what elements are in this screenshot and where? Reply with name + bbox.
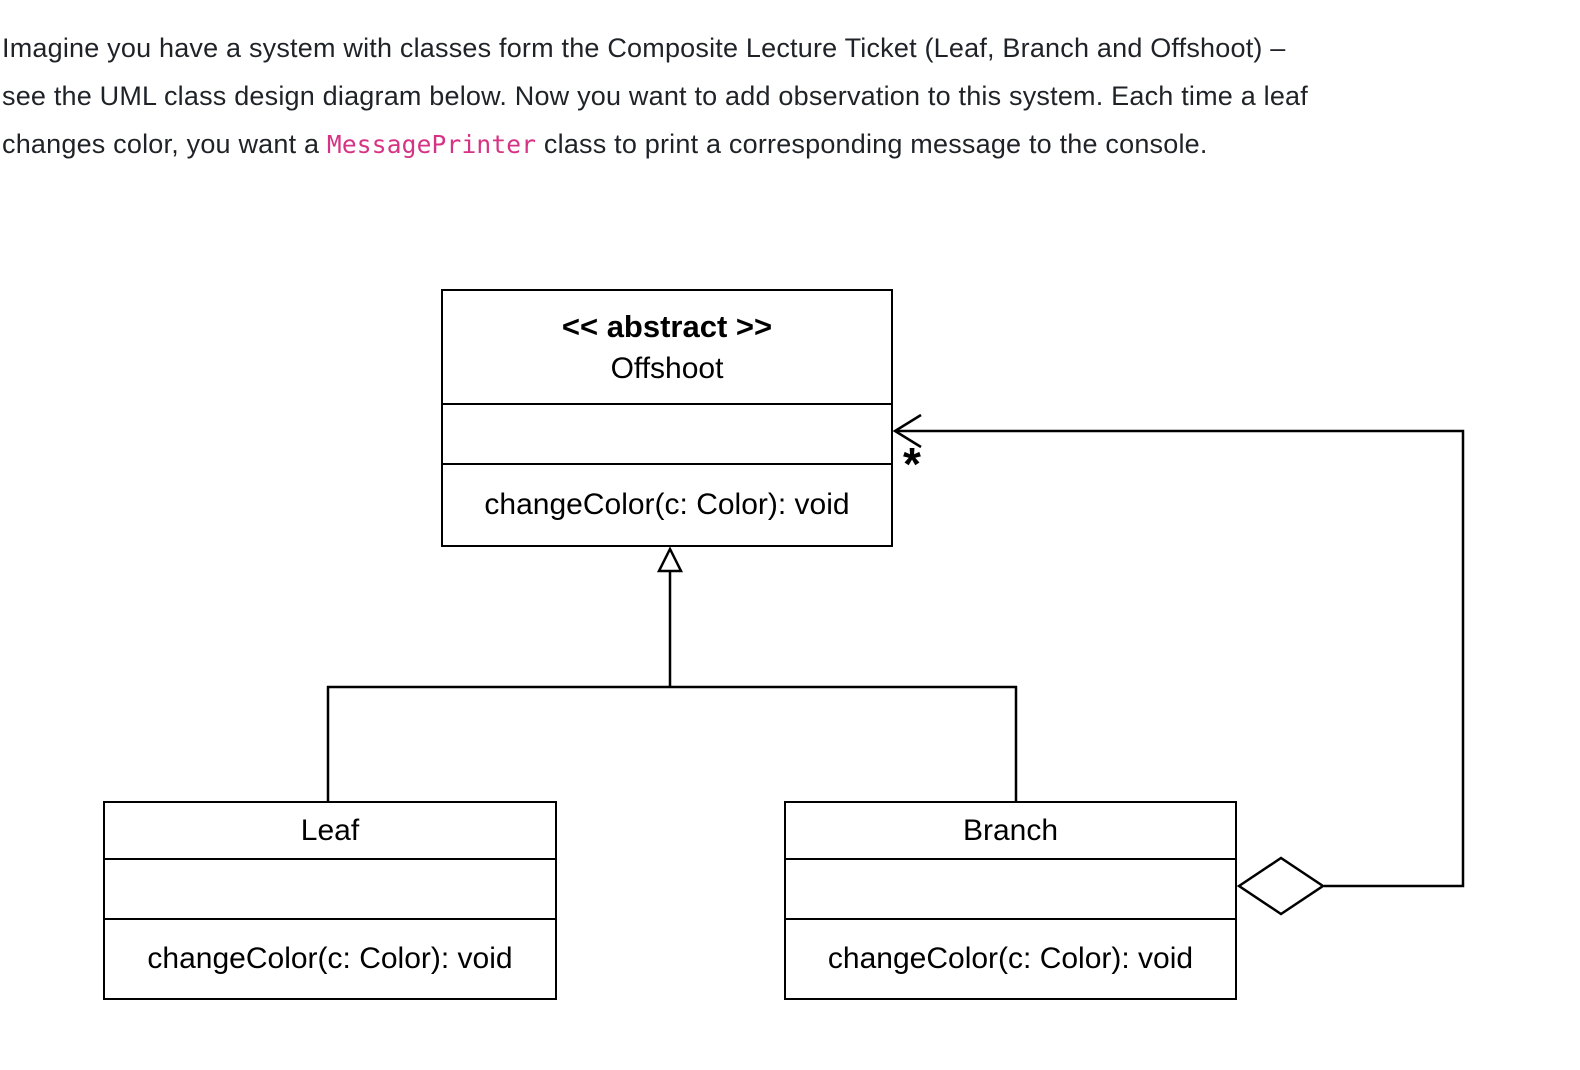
class-box-branch: Branch changeColor(c: Color): void	[784, 801, 1237, 1000]
open-arrowhead-icon	[892, 413, 922, 449]
offshoot-stereotype: << abstract >>	[561, 308, 773, 344]
class-box-offshoot: << abstract >> Offshoot changeColor(c: C…	[441, 289, 893, 547]
offshoot-operation: changeColor(c: Color): void	[484, 488, 850, 521]
intro-line-3-pre: changes color, you want a	[2, 129, 327, 159]
leaf-class-name: Leaf	[300, 813, 360, 847]
leaf-operations-compartment: changeColor(c: Color): void	[105, 918, 555, 998]
intro-line-3: changes color, you want a MessagePrinter…	[2, 120, 1578, 169]
intro-line-3-post: class to print a corresponding message t…	[536, 129, 1208, 159]
aggregation-association-line	[896, 429, 1465, 888]
class-box-leaf: Leaf changeColor(c: Color): void	[103, 801, 557, 1000]
branch-class-name: Branch	[962, 813, 1059, 847]
branch-attributes-compartment	[786, 858, 1235, 918]
branch-operation: changeColor(c: Color): void	[827, 942, 1194, 975]
aggregation-diamond-icon	[1236, 856, 1326, 916]
inheritance-triangle-icon	[656, 546, 684, 573]
offshoot-class-name: Offshoot	[610, 351, 724, 385]
branch-title-compartment: Branch	[786, 803, 1235, 858]
intro-line-1: Imagine you have a system with classes f…	[2, 33, 1286, 63]
leaf-title-compartment: Leaf	[105, 803, 555, 858]
offshoot-attributes-compartment	[443, 403, 891, 463]
leaf-operation: changeColor(c: Color): void	[147, 942, 513, 975]
branch-operations-compartment: changeColor(c: Color): void	[786, 918, 1235, 998]
intro-line-2: see the UML class design diagram below. …	[2, 81, 1308, 111]
multiplicity-label: *	[903, 438, 921, 490]
leaf-attributes-compartment	[105, 858, 555, 918]
intro-paragraph: Imagine you have a system with classes f…	[2, 24, 1578, 169]
offshoot-operations-compartment: changeColor(c: Color): void	[443, 463, 891, 545]
offshoot-title-compartment: << abstract >> Offshoot	[443, 291, 891, 403]
messageprinter-code-text: MessagePrinter	[326, 130, 537, 159]
